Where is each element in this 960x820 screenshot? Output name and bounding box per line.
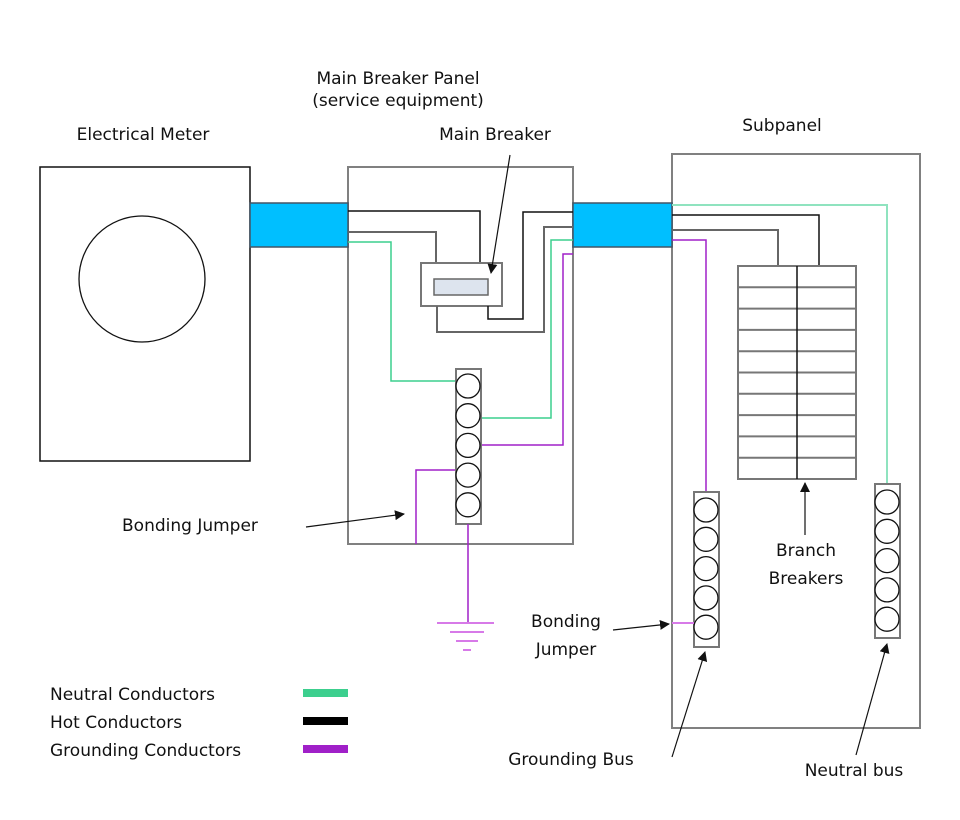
grounding-wire: [672, 239, 707, 492]
branch-breakers-label-1: Branch: [776, 541, 836, 561]
conduit-main-to-sub: [572, 202, 673, 248]
main-breaker-label: Main Breaker: [439, 125, 551, 145]
terminal-screw: [455, 462, 481, 488]
hot-wire: [348, 231, 437, 263]
terminal-screw: [693, 555, 719, 582]
terminal-screw: [874, 518, 900, 544]
main-neutral-ground-bus: [455, 368, 482, 525]
meter-title: Electrical Meter: [77, 125, 210, 145]
main-panel-subtitle: (service equipment): [312, 91, 484, 111]
hot-wire: [436, 226, 573, 333]
bonding-jumper-label: Bonding Jumper: [122, 516, 258, 536]
bonding-jumper-wire: [415, 469, 456, 544]
conduit-meter-to-main: [249, 202, 349, 248]
sub-bonding-jumper-label-1: Bonding: [531, 612, 601, 632]
terminal-screw: [874, 606, 900, 632]
main-panel-title: Main Breaker Panel: [316, 69, 479, 89]
hot-wire: [672, 229, 779, 266]
ground-symbol-icon: [437, 622, 494, 651]
neutral-bus-label: Neutral bus: [805, 761, 904, 781]
neutral-wire: [481, 239, 573, 419]
bonding-jumper-arrow: [305, 510, 405, 528]
neutral-wire: [672, 204, 888, 484]
terminal-screw: [693, 585, 719, 611]
main-breaker: [420, 262, 503, 307]
sub-bonding-jumper-arrow: [612, 619, 670, 631]
grounding-bus-arrow: [671, 651, 708, 758]
terminal-screw: [874, 489, 900, 515]
terminal-screw: [874, 547, 900, 574]
terminal-screw: [874, 577, 900, 603]
legend-label-grounding: Grounding Conductors: [50, 741, 241, 761]
hot-wire: [487, 211, 573, 320]
legend-swatch-hot: [303, 717, 348, 725]
hot-wire: [672, 214, 820, 266]
neutral-wire: [348, 241, 456, 382]
grounding-wire: [481, 253, 573, 446]
terminal-screw: [455, 373, 481, 399]
sub-bonding-jumper-label-2: Jumper: [535, 640, 597, 660]
branch-breakers-label-2: Breakers: [769, 569, 844, 589]
main-breaker-handle: [433, 278, 489, 296]
terminal-screw: [693, 614, 719, 640]
legend-label-neutral: Neutral Conductors: [50, 685, 215, 705]
grounding-bus-label: Grounding Bus: [508, 750, 634, 770]
terminal-screw: [455, 492, 481, 518]
branch-breakers: [737, 265, 857, 480]
neutral-bus-arrow: [855, 643, 890, 756]
hot-wire: [348, 210, 481, 263]
legend-swatch-neutral: [303, 689, 348, 697]
electrical-meter: [39, 166, 251, 462]
legend-swatch-grounding: [303, 745, 348, 753]
meter-dial: [78, 215, 206, 343]
terminal-screw: [693, 526, 719, 552]
legend-label-hot: Hot Conductors: [50, 713, 182, 733]
terminal-screw: [455, 432, 481, 459]
grounding-bus: [693, 491, 720, 648]
terminal-screw: [455, 403, 481, 429]
subpanel-title: Subpanel: [742, 116, 822, 136]
neutral-bus: [874, 483, 901, 639]
terminal-screw: [693, 497, 719, 523]
main-breaker-arrow: [487, 154, 511, 274]
